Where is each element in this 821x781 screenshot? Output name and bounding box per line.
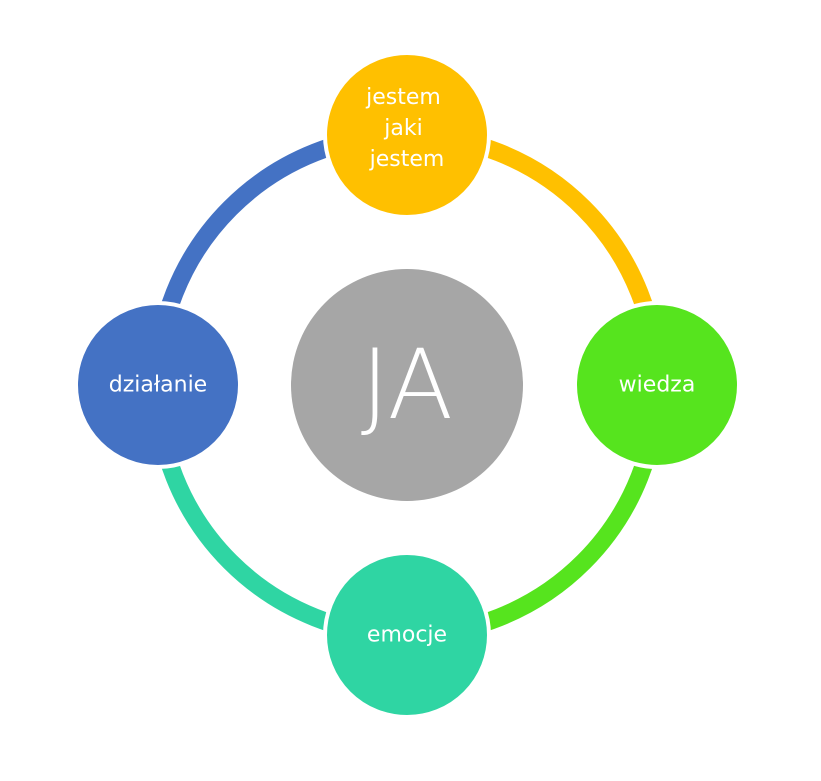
center-label: JA [361, 329, 453, 441]
center-node: JA [291, 269, 523, 501]
node-left-label: działanie [109, 373, 207, 398]
node-left: działanie [74, 301, 242, 469]
center-circle [291, 269, 523, 501]
node-top-label: jestem jaki jestem [365, 85, 448, 172]
node-top-circle [323, 51, 491, 219]
node-right: wiedza [573, 301, 741, 469]
node-top: jestem jaki jestem [323, 51, 491, 219]
node-bottom-label: emocje [367, 623, 447, 648]
node-bottom: emocje [323, 551, 491, 719]
node-top-line-3: jestem [369, 147, 445, 172]
node-right-label: wiedza [619, 373, 696, 398]
node-right-circle [573, 301, 741, 469]
node-left-circle [74, 301, 242, 469]
node-top-line-1: jestem [365, 85, 441, 110]
node-top-line-2: jaki [383, 116, 422, 141]
node-bottom-circle [323, 551, 491, 719]
